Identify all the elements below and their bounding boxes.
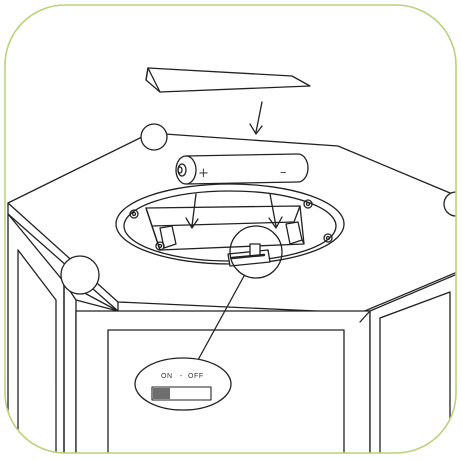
switch-separator: - [180, 373, 183, 380]
front-switch-callout [135, 358, 231, 410]
corner-knob-top [141, 124, 167, 150]
battery-minus-symbol: – [280, 165, 287, 180]
compartment-switch-knob [250, 244, 260, 256]
switch-on-label: ON [161, 373, 173, 380]
corner-knob-left [61, 256, 99, 294]
power-switch-indicator [153, 388, 170, 399]
switch-off-label: OFF [188, 373, 204, 380]
aa-battery [176, 154, 308, 184]
battery-plus-symbol: + [198, 166, 209, 181]
corner-knob-right [444, 192, 462, 216]
